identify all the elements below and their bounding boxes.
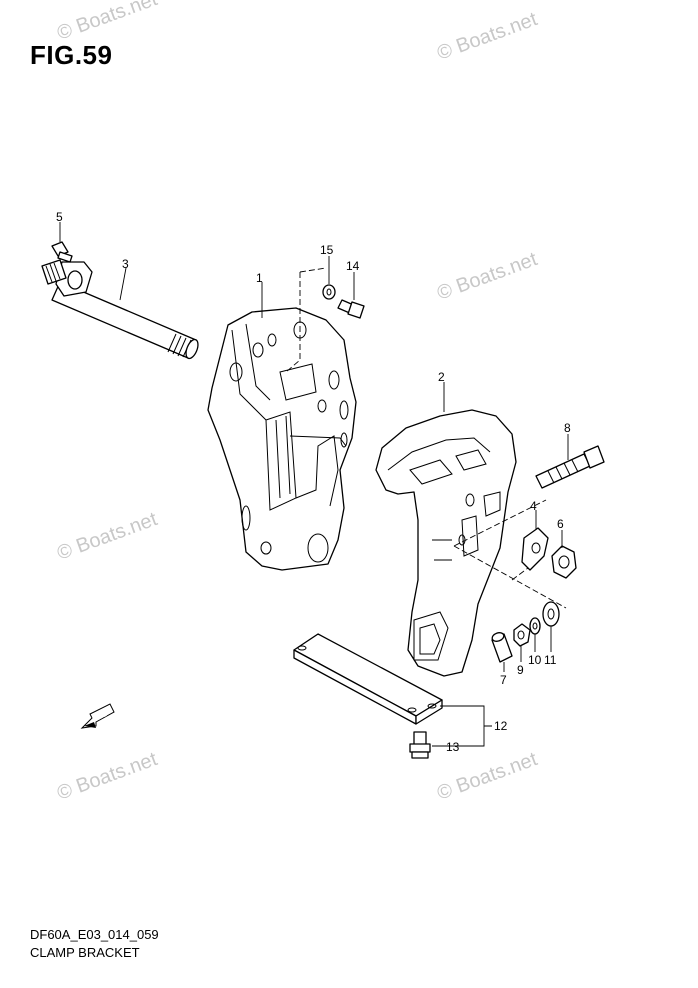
callout-12: 12 bbox=[494, 719, 508, 733]
bolt-part-8 bbox=[535, 434, 605, 489]
callout-10: 10 bbox=[528, 653, 542, 667]
callout-6: 6 bbox=[557, 517, 564, 531]
collar-part-7 bbox=[491, 632, 513, 672]
callout-7: 7 bbox=[500, 673, 507, 687]
callout-3: 3 bbox=[122, 257, 129, 271]
callout-11: 11 bbox=[544, 653, 557, 667]
watermark: © Boats.net bbox=[434, 248, 540, 305]
callout-15: 15 bbox=[320, 243, 334, 257]
figure-title: FIG.59 bbox=[30, 40, 113, 70]
clamp-bracket-part-1 bbox=[207, 267, 357, 571]
washer-part-15 bbox=[322, 256, 336, 300]
bolt-part-14 bbox=[337, 272, 365, 319]
callout-5: 5 bbox=[56, 210, 63, 224]
callout-4: 4 bbox=[530, 499, 537, 513]
callout-labels: 1 2 3 4 5 6 7 8 9 10 11 12 13 14 15 bbox=[56, 210, 571, 754]
callout-2: 2 bbox=[438, 370, 445, 384]
watermark: © Boats.net bbox=[54, 508, 160, 565]
washer-part-11 bbox=[542, 601, 560, 652]
pad-part-12 bbox=[293, 633, 492, 747]
clamp-bracket-part-2 bbox=[375, 382, 567, 677]
watermark: © Boats.net bbox=[54, 748, 160, 805]
washer-part-10 bbox=[529, 617, 541, 652]
watermark: © Boats.net bbox=[54, 0, 160, 45]
plate-part-4 bbox=[511, 510, 549, 581]
fwd-arrow-icon: FWD bbox=[80, 703, 115, 729]
watermark: © Boats.net bbox=[434, 748, 540, 805]
bolt-part-13 bbox=[409, 731, 431, 759]
diagram-code: DF60A_E03_014_059 bbox=[30, 927, 159, 942]
callout-9: 9 bbox=[517, 663, 524, 677]
callout-14: 14 bbox=[346, 259, 360, 273]
watermark: © Boats.net bbox=[434, 8, 540, 65]
callout-13: 13 bbox=[446, 740, 460, 754]
nut-part-9 bbox=[513, 623, 531, 662]
callout-1: 1 bbox=[256, 271, 263, 285]
bolt-part-5 bbox=[51, 222, 73, 263]
callout-8: 8 bbox=[564, 421, 571, 435]
diagram-name: CLAMP BRACKET bbox=[30, 945, 140, 960]
nut-part-6 bbox=[551, 530, 577, 579]
shaft-part-3 bbox=[41, 259, 199, 360]
